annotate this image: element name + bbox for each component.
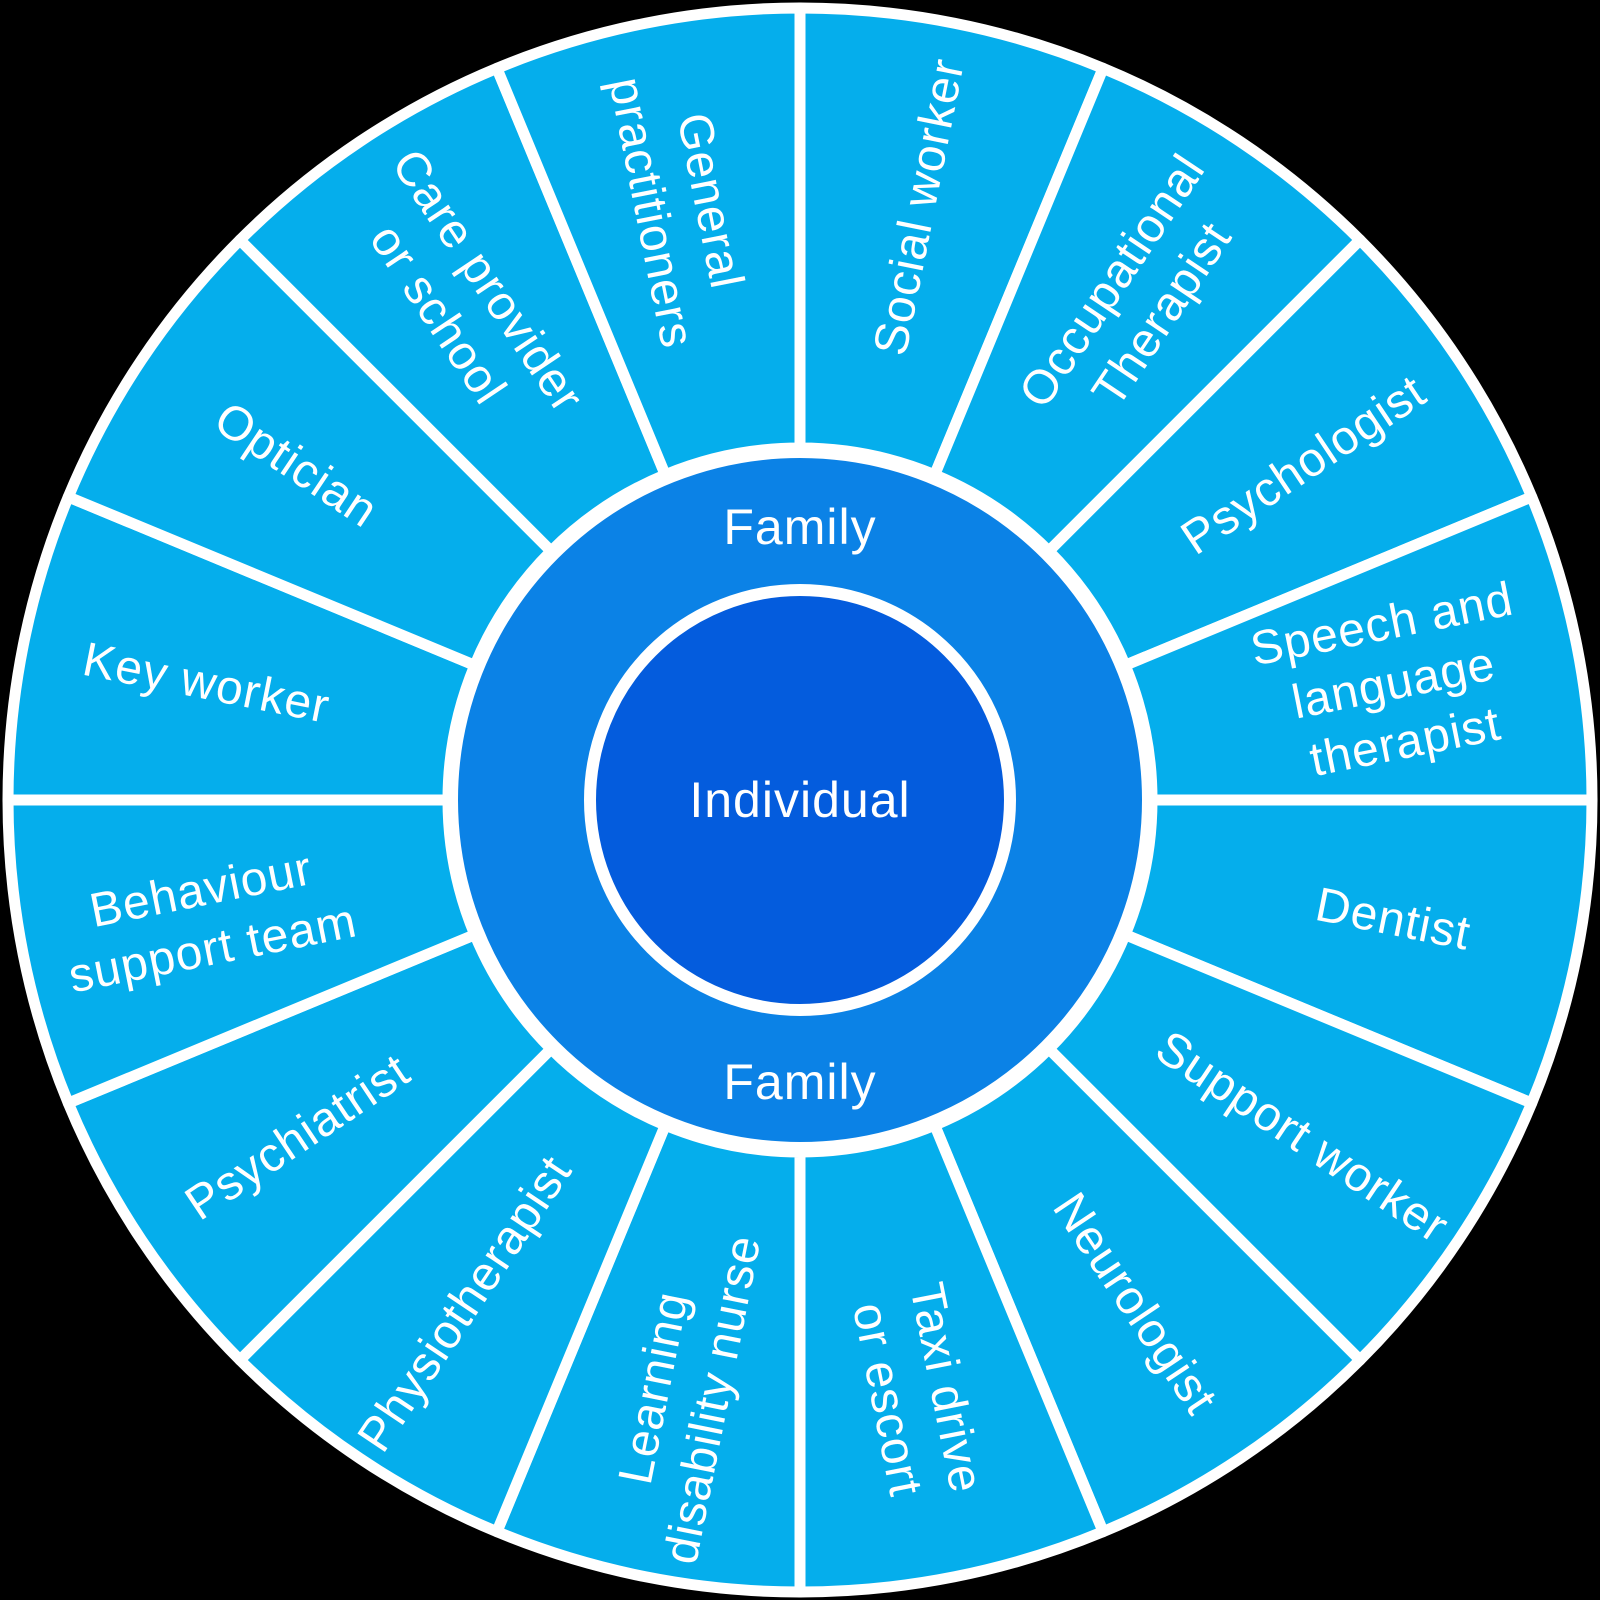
individual-label: Individual (689, 772, 910, 828)
individual-circle (584, 584, 1016, 1016)
family-label-bottom: Family (723, 1054, 876, 1110)
family-label-top: Family (723, 499, 876, 555)
